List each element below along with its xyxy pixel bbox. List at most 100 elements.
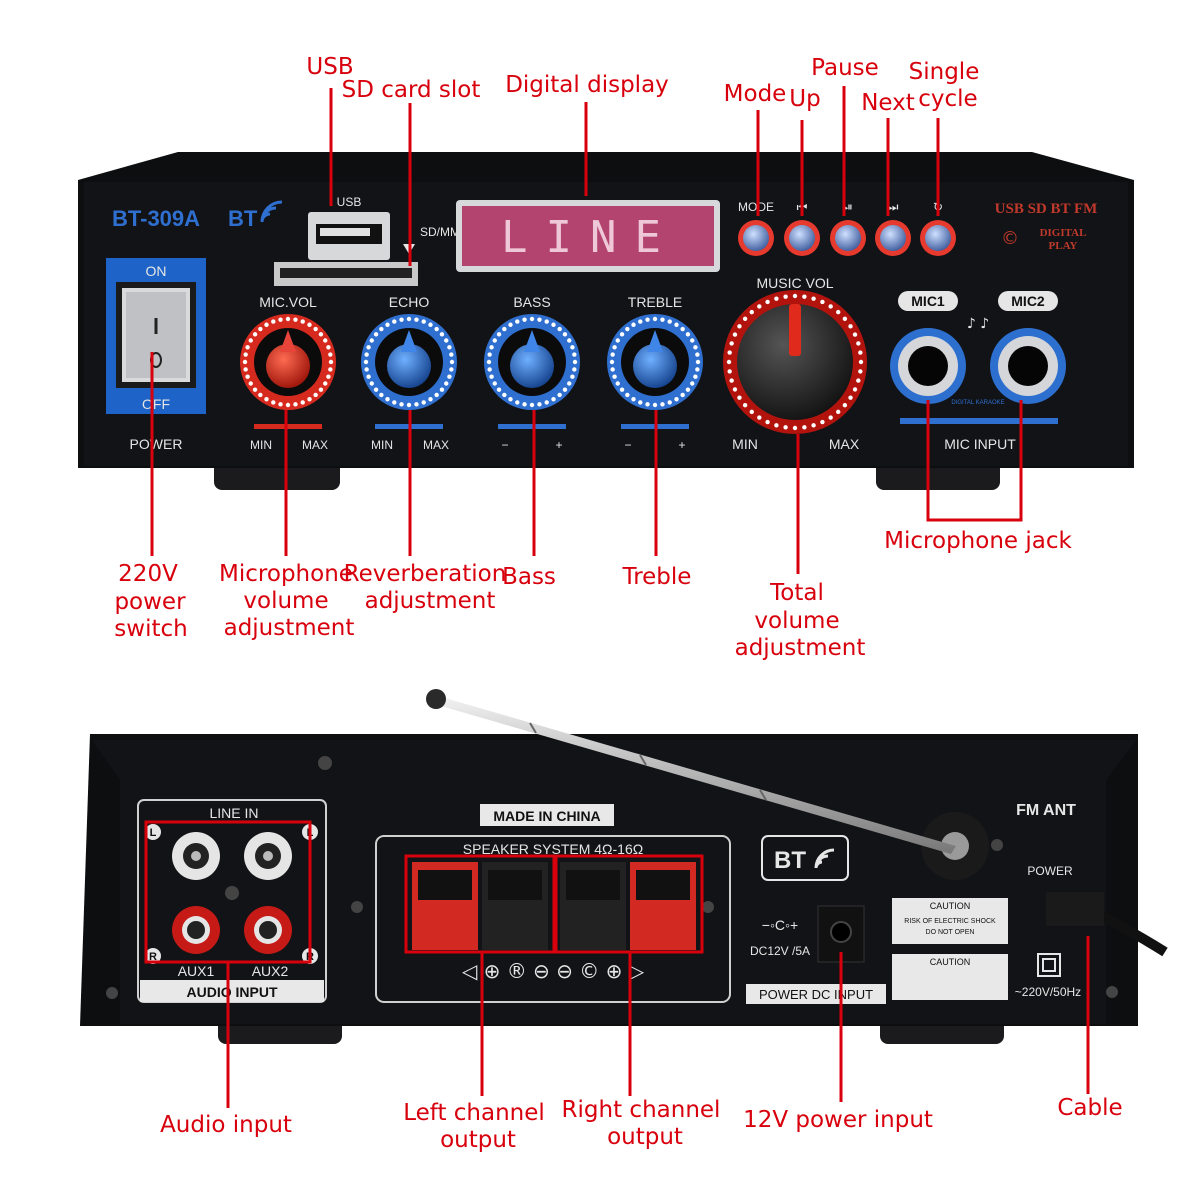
power-switch[interactable]: ON OFF bbox=[106, 258, 206, 414]
knob-led bbox=[399, 402, 404, 407]
knob-cap[interactable] bbox=[387, 344, 431, 388]
music-vol-led bbox=[783, 425, 788, 430]
callout-labels: USB SD card slot Digital display Mode Up… bbox=[114, 54, 1122, 1153]
knob-led bbox=[625, 392, 630, 398]
screw-left bbox=[106, 987, 118, 999]
music-vol-knob[interactable] bbox=[737, 304, 853, 420]
callout-vol-1: Total bbox=[769, 580, 824, 606]
knob-cap[interactable] bbox=[633, 344, 677, 388]
mic-karaoke-text: DIGITAL KARAOKE bbox=[951, 400, 1004, 406]
music-vol-led bbox=[858, 369, 863, 374]
knob-led bbox=[652, 402, 658, 408]
music-vol-led bbox=[852, 332, 858, 337]
callout-usb: USB bbox=[306, 54, 353, 80]
knob-led bbox=[414, 317, 419, 322]
bt-logo: BT bbox=[228, 206, 258, 231]
music-vol-led bbox=[858, 359, 864, 365]
knob-led bbox=[258, 392, 263, 398]
knob-led bbox=[300, 400, 305, 405]
music-vol-led bbox=[765, 419, 770, 425]
knob-led bbox=[667, 400, 672, 405]
knob-label: BASS bbox=[513, 294, 550, 310]
knob-led bbox=[385, 322, 390, 327]
knob-led bbox=[366, 345, 371, 350]
screw-mid-left bbox=[351, 901, 363, 913]
knob-led bbox=[248, 338, 253, 343]
knob-led bbox=[326, 374, 331, 379]
knob-led bbox=[300, 319, 305, 324]
knob-led bbox=[492, 338, 497, 343]
music-vol-led bbox=[852, 387, 858, 392]
knob-led bbox=[537, 402, 542, 407]
mic1-badge bbox=[898, 291, 958, 311]
knob-led bbox=[447, 345, 452, 350]
knob-led bbox=[619, 332, 625, 337]
transport-buttons bbox=[738, 220, 956, 256]
knob-led bbox=[572, 352, 577, 357]
music-vol-led bbox=[828, 304, 833, 309]
knob-pointer bbox=[280, 330, 296, 352]
caution-label-2 bbox=[892, 954, 1008, 1000]
knob-led bbox=[567, 381, 572, 386]
music-vol-led bbox=[858, 350, 863, 355]
music-vol-led bbox=[856, 341, 861, 346]
knob-led bbox=[502, 392, 507, 398]
knob-led bbox=[392, 400, 397, 405]
power-dc-strip bbox=[746, 984, 886, 1004]
knob-led bbox=[529, 402, 535, 408]
music-vol-led bbox=[749, 309, 754, 315]
music-vol-led bbox=[848, 324, 853, 329]
play-pause-icon: ⏯ bbox=[843, 200, 853, 214]
brand-line2: DIGITAL bbox=[1040, 227, 1087, 239]
power-rocker[interactable] bbox=[126, 292, 186, 378]
knob-led bbox=[318, 387, 324, 392]
callout-power-1: 220V bbox=[118, 561, 178, 587]
callout-mode: Mode bbox=[724, 81, 787, 107]
knob-min: − bbox=[501, 438, 508, 452]
knob-led bbox=[660, 402, 665, 407]
callout-power-3: switch bbox=[114, 616, 187, 642]
brand-line1: USB SD BT FM bbox=[995, 201, 1098, 217]
callout-left-1: Left channel bbox=[403, 1100, 545, 1126]
knob-bass[interactable]: BASS−+ bbox=[484, 294, 580, 452]
music-vol-led bbox=[732, 387, 738, 392]
mic1-jack[interactable] bbox=[890, 328, 966, 404]
knob-range-bar bbox=[498, 424, 566, 429]
knob-led bbox=[562, 387, 568, 392]
knob-led bbox=[369, 338, 374, 343]
knob-cap[interactable] bbox=[510, 344, 554, 388]
knob-led bbox=[492, 381, 497, 386]
power-cable-plug bbox=[1046, 892, 1104, 926]
power-on-label: ON bbox=[146, 263, 167, 279]
knob-range-bar bbox=[254, 424, 322, 429]
left-channel-highlight bbox=[404, 854, 556, 954]
knob-led bbox=[373, 332, 379, 337]
music-vol-led bbox=[802, 294, 807, 299]
knob-led bbox=[557, 326, 562, 332]
music-vol-led bbox=[729, 378, 734, 383]
knob-led bbox=[674, 397, 679, 402]
knob-cap[interactable] bbox=[266, 344, 310, 388]
display-text: LINE bbox=[501, 212, 679, 263]
callout-right-1: Right channel bbox=[562, 1097, 721, 1123]
screw-power bbox=[991, 839, 1003, 851]
knob-led bbox=[242, 359, 248, 365]
mic2-jack[interactable] bbox=[990, 328, 1066, 404]
callout-up: Up bbox=[789, 86, 820, 112]
knob-led bbox=[406, 316, 412, 322]
knob-led bbox=[323, 381, 328, 386]
knob-led bbox=[631, 397, 636, 402]
front-panel: BT-309A BT ON OFF POWER USB SD/MMC LINE … bbox=[78, 152, 1134, 490]
knob-led bbox=[373, 387, 379, 392]
music-vol-led bbox=[820, 299, 825, 305]
rca-jacks bbox=[172, 832, 292, 954]
knob-treble[interactable]: TREBLE−+ bbox=[607, 294, 703, 452]
knob-led bbox=[328, 367, 333, 372]
knob-led bbox=[660, 317, 665, 322]
audio-input-strip bbox=[140, 980, 324, 1002]
knob-led bbox=[522, 317, 527, 322]
knob-led bbox=[551, 322, 556, 327]
music-vol-led bbox=[732, 332, 738, 337]
